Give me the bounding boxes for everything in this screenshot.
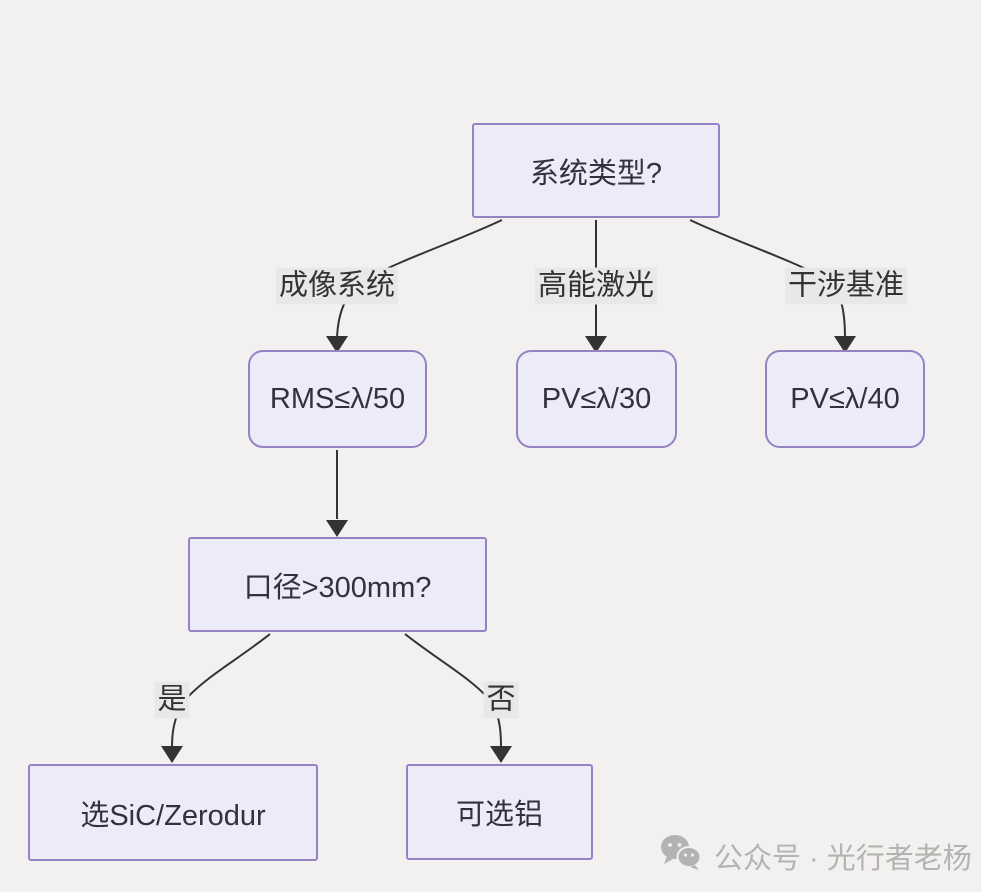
arrowhead-pv40	[834, 336, 856, 353]
edge-aperture-sic	[171, 633, 271, 747]
arrowhead-rms	[326, 336, 348, 353]
arrowhead-alu	[490, 746, 512, 763]
watermark: 公众号 · 光行者老杨	[660, 834, 972, 878]
node-system-type: 系统类型?	[472, 123, 720, 218]
edge-label-yes: 是	[154, 681, 190, 719]
node-rms-spec: RMS≤λ/50	[248, 350, 427, 448]
watermark-text: 公众号 · 光行者老杨	[714, 843, 972, 875]
node-aperture-question: 口径>300mm?	[188, 537, 487, 632]
arrowhead-pv30	[585, 336, 607, 353]
node-pv30-spec: PV≤λ/30	[516, 350, 677, 448]
arrowhead-sic	[161, 746, 183, 763]
node-aluminum: 可选铝	[406, 764, 593, 860]
edge-label-imaging-system: 成像系统	[275, 267, 399, 305]
arrowhead-aperture	[326, 520, 348, 537]
node-sic-zerodur: 选SiC/Zerodur	[28, 764, 318, 861]
node-pv40-spec: PV≤λ/40	[765, 350, 925, 448]
edge-label-no: 否	[483, 681, 519, 719]
wechat-icon	[660, 834, 702, 878]
edge-label-interference-reference: 干涉基准	[784, 267, 908, 305]
edge-label-high-energy-laser: 高能激光	[534, 267, 658, 305]
